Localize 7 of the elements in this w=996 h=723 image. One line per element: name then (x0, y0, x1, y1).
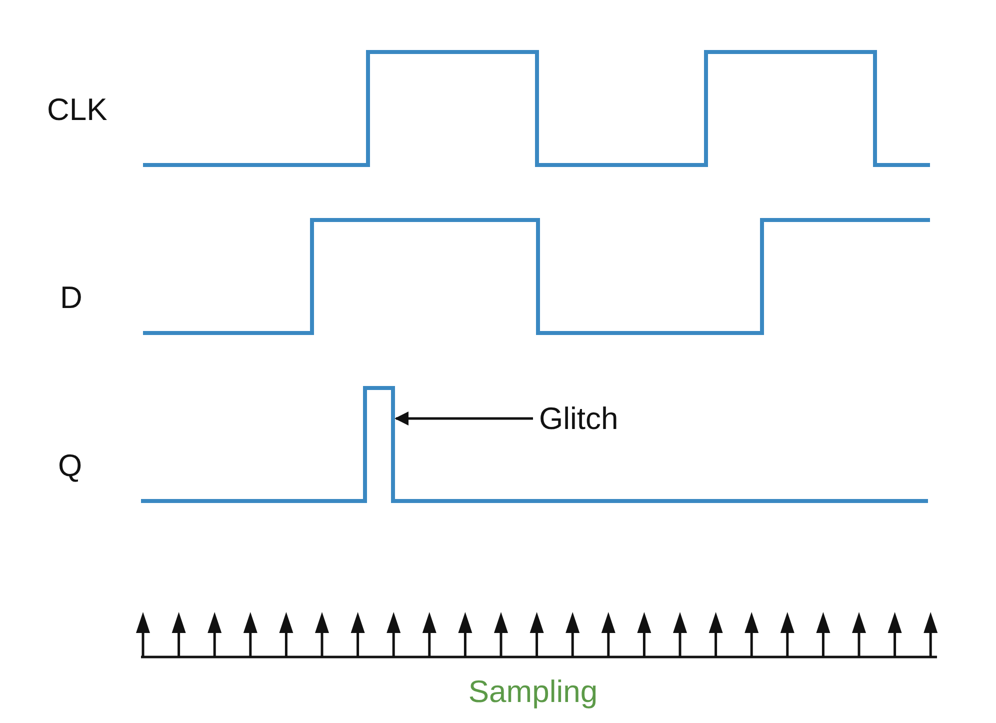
signal-label: Q (58, 450, 82, 481)
callout-label: Glitch (539, 403, 618, 434)
signal-label: D (60, 282, 82, 313)
leader-arrow (394, 412, 533, 426)
axis-caption: Sampling (467, 676, 599, 707)
signal-label: CLK (47, 94, 108, 125)
glitch-pulse (363, 386, 395, 503)
